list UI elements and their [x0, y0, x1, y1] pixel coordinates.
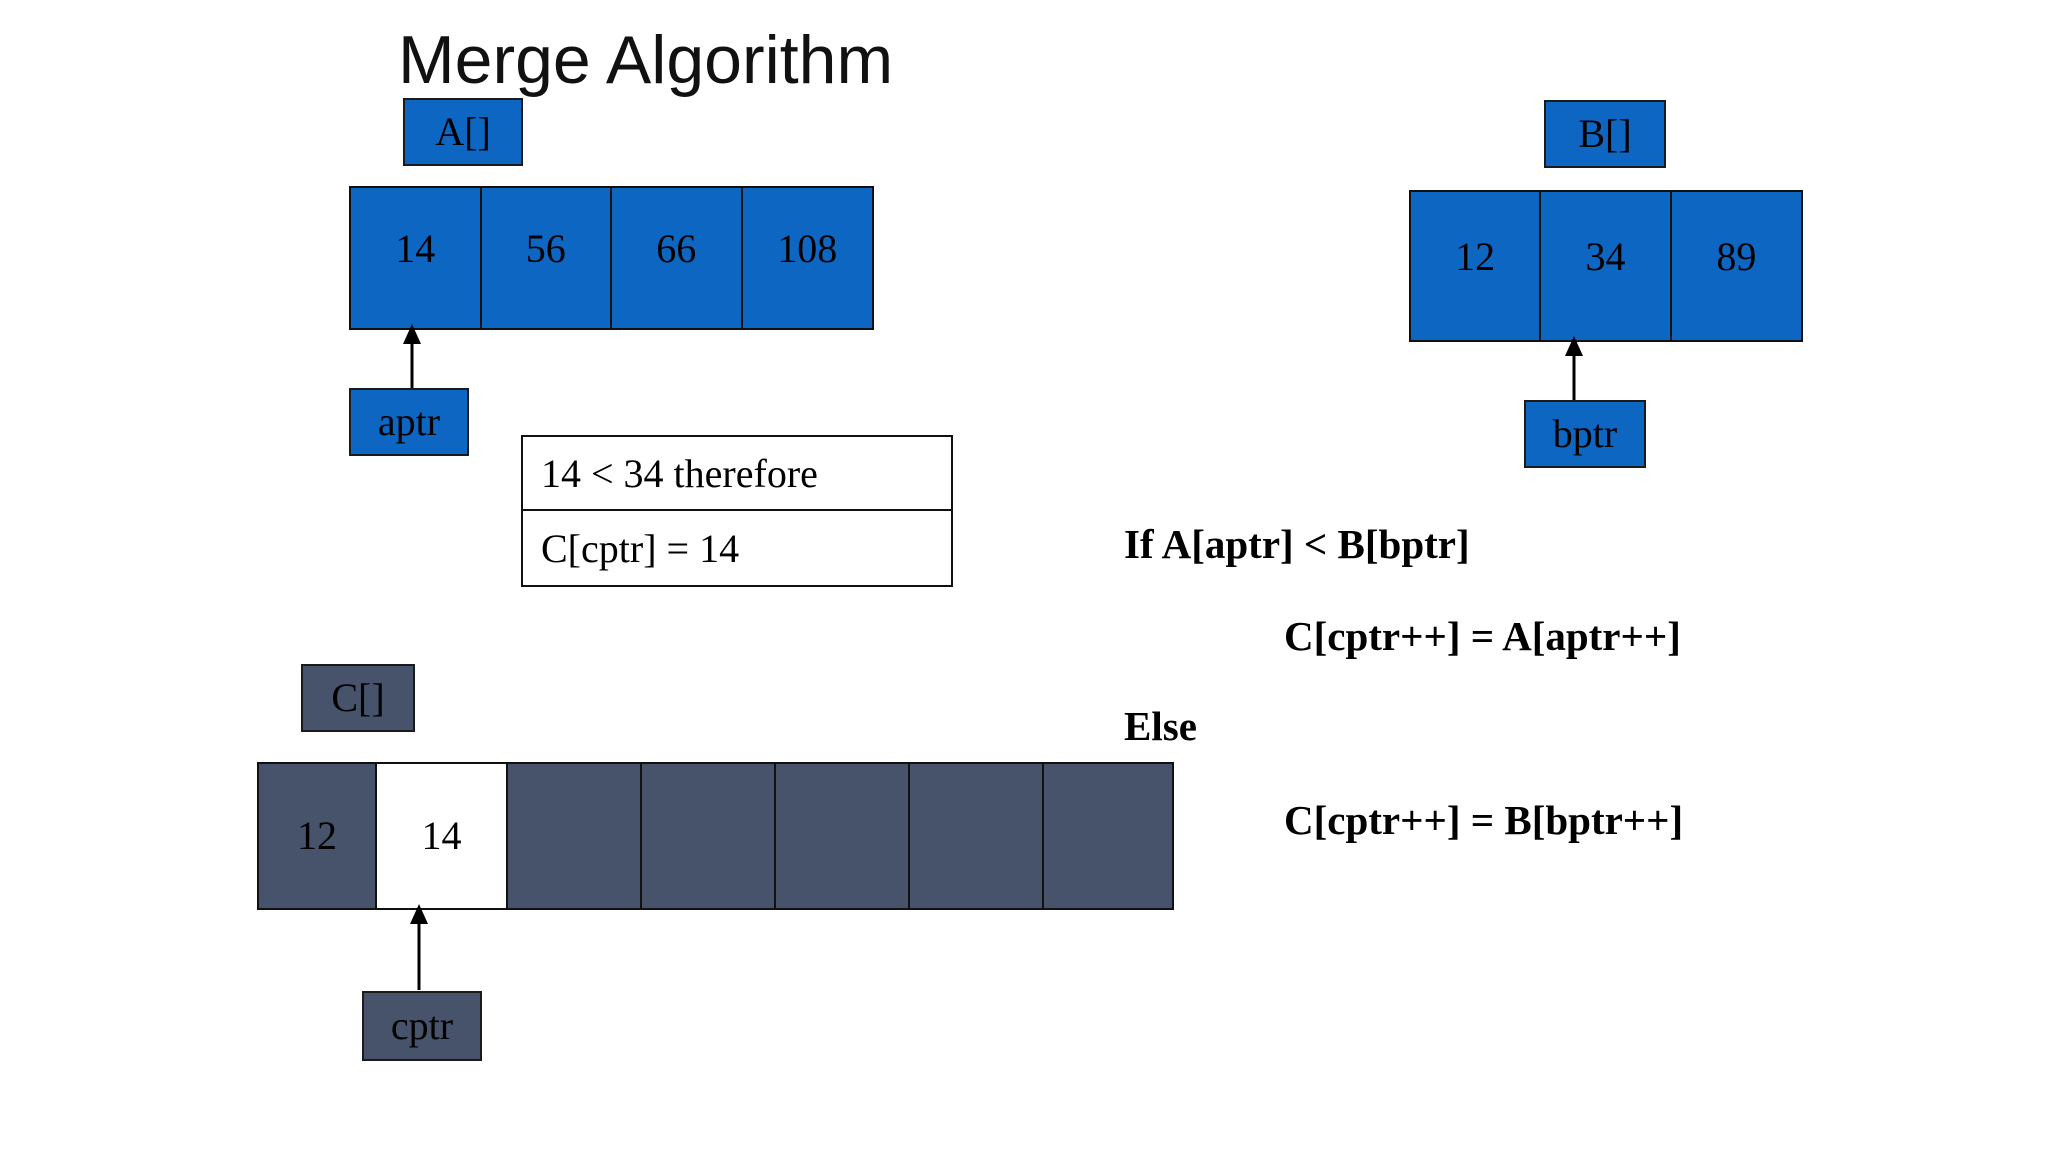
cptr-arrow-icon	[410, 904, 428, 990]
array-c-cell-1[interactable]: 14	[377, 764, 508, 908]
array-c-cell-0[interactable]: 12	[259, 764, 377, 908]
array-c-cell-6[interactable]	[1044, 764, 1172, 908]
bptr-label-box[interactable]: bptr	[1524, 400, 1646, 468]
array-a-cell-1-value: 56	[525, 226, 566, 272]
array-b-cell-2[interactable]: 89	[1671, 192, 1801, 340]
pseudocode-block: If A[aptr] < B[bptr] C[cptr++] = A[aptr+…	[1124, 520, 1944, 844]
array-c-cell-4[interactable]	[776, 764, 910, 908]
pseudocode-else-body-line: C[cptr++] = B[bptr++]	[1284, 797, 1684, 843]
comparison-line-2: C[cptr] = 14	[541, 525, 740, 571]
array-c-label-text: C[]	[331, 675, 385, 720]
cptr-label-box[interactable]: cptr	[362, 991, 482, 1061]
array-c-cell-2[interactable]	[508, 764, 642, 908]
array-b-label-text: B[]	[1578, 111, 1632, 156]
bptr-label-text: bptr	[1552, 411, 1618, 456]
array-a-label-box: A[]	[403, 98, 523, 166]
array-b-cell-0-value: 12	[1455, 234, 1496, 280]
array-b: 12 34 89	[1409, 190, 1803, 342]
array-a-cell-0-value: 14	[395, 226, 436, 272]
array-c: 12 14	[257, 762, 1174, 910]
aptr-label-box[interactable]: aptr	[349, 388, 469, 456]
comparison-line-1: 14 < 34 therefore	[523, 437, 951, 511]
aptr-label-text: aptr	[377, 399, 441, 444]
array-c-cell-5[interactable]	[910, 764, 1044, 908]
array-c-label-box: C[]	[301, 664, 415, 732]
array-a-cell-2[interactable]: 66	[612, 188, 743, 328]
array-a-cell-2-value: 66	[656, 226, 697, 272]
array-b-cell-0[interactable]: 12	[1411, 192, 1542, 340]
array-b-cell-1[interactable]: 34	[1541, 192, 1672, 340]
array-a-label-text: A[]	[435, 109, 491, 154]
array-c-cell-0-value: 12	[297, 813, 337, 858]
array-c-cell-3[interactable]	[642, 764, 776, 908]
cptr-label-text: cptr	[390, 1003, 454, 1048]
aptr-arrow-icon	[403, 324, 421, 388]
page-title: Merge Algorithm	[398, 22, 894, 98]
pseudocode-then-line: C[cptr++] = A[aptr++]	[1284, 613, 1681, 659]
array-a-cell-1[interactable]: 56	[481, 188, 612, 328]
pseudocode-if-line: If A[aptr] < B[bptr]	[1124, 521, 1470, 567]
pseudocode-else-line: Else	[1124, 703, 1197, 749]
array-a-cell-3[interactable]: 108	[742, 188, 872, 328]
array-b-cell-1-value: 34	[1585, 234, 1626, 280]
array-c-cell-1-value: 14	[421, 813, 462, 858]
array-a: 14 56 66 108	[349, 186, 874, 330]
bptr-arrow-icon	[1565, 336, 1583, 402]
array-b-label-box: B[]	[1544, 100, 1666, 168]
comparison-box: 14 < 34 therefore C[cptr] = 14	[521, 435, 953, 587]
array-a-cell-0[interactable]: 14	[351, 188, 482, 328]
array-b-cell-2-value: 89	[1716, 234, 1757, 280]
array-a-cell-3-value: 108	[777, 226, 838, 272]
